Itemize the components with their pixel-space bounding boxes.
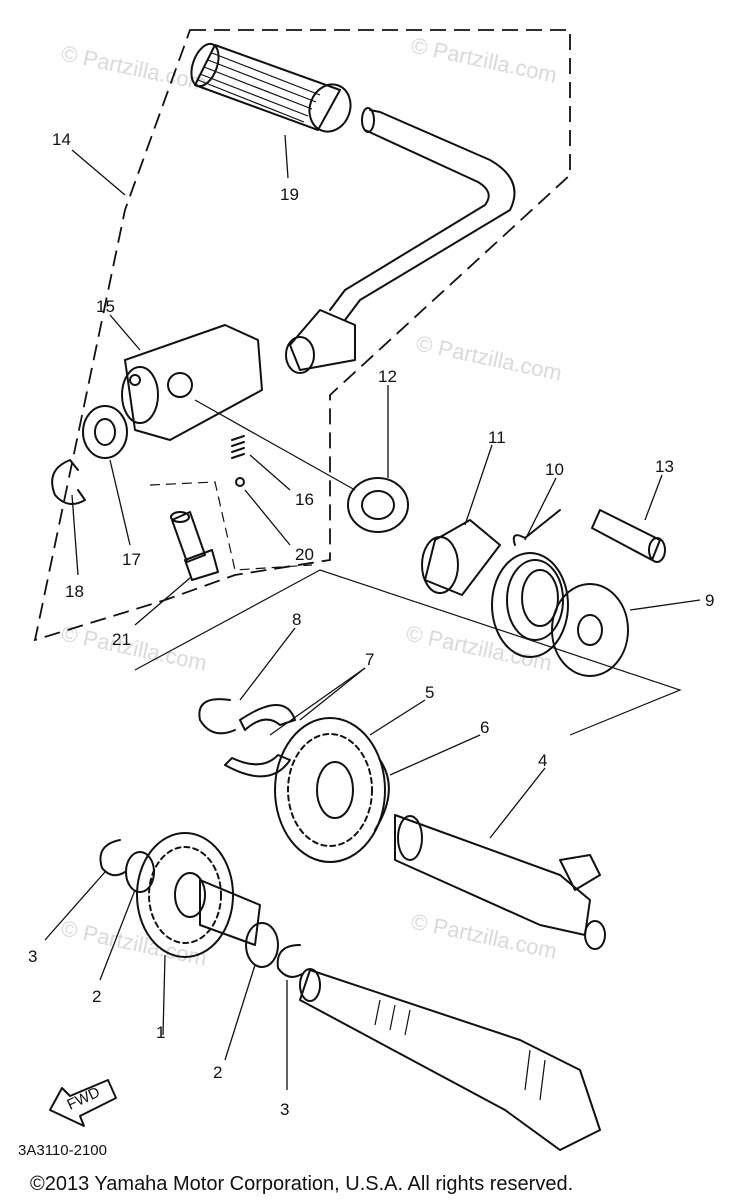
kick-lever-arm	[285, 107, 516, 374]
callout-16: 16	[295, 490, 314, 509]
callout-12: 12	[378, 367, 397, 386]
callout-4: 4	[538, 751, 547, 770]
watermark: © Partzilla.com	[59, 40, 209, 95]
torsion-spring-10	[491, 509, 569, 658]
watermark: © Partzilla.com	[414, 330, 564, 385]
washer-2-right	[245, 922, 279, 968]
callout-3-right: 3	[280, 1100, 289, 1119]
callout-17: 17	[122, 550, 141, 569]
bolt-21	[170, 511, 219, 581]
callout-3-left: 3	[28, 947, 37, 966]
kick-axle-4	[394, 814, 606, 950]
bolt-group-boundary	[149, 481, 313, 571]
washer-17	[82, 405, 128, 459]
callout-13: 13	[655, 457, 674, 476]
callout-18: 18	[65, 582, 84, 601]
circlip-8	[198, 698, 236, 735]
callout-5: 5	[425, 683, 434, 702]
callout-8: 8	[292, 610, 301, 629]
callout-15: 15	[96, 297, 115, 316]
callout-1: 1	[156, 1023, 165, 1042]
main-shaft	[299, 968, 601, 1151]
copyright-notice: ©2013 Yamaha Motor Corporation, U.S.A. A…	[30, 1173, 573, 1195]
circlip-3-right	[276, 944, 303, 978]
kick-gear-5	[274, 717, 386, 863]
washer-2-left	[125, 851, 155, 893]
circlip-3-left	[99, 839, 126, 877]
watermark: © Partzilla.com	[59, 620, 209, 675]
fwd-label: FWD	[65, 1084, 103, 1114]
fwd-arrow-icon: FWD	[49, 1079, 117, 1127]
circlip-18	[51, 459, 86, 505]
kick-crank-boss	[121, 324, 263, 441]
callout-labels: 1 2 2 3 3 4 5 6 7 8 9 10 11 12 13 14 15 …	[28, 130, 714, 1119]
callout-19: 19	[280, 185, 299, 204]
callout-9: 9	[705, 591, 714, 610]
ball-20	[235, 477, 245, 487]
callout-14: 14	[52, 130, 71, 149]
oil-seal-12	[347, 477, 409, 533]
diagram-code: 3A3110-2100	[18, 1142, 107, 1159]
callout-10: 10	[545, 460, 564, 479]
washer-9	[551, 583, 629, 677]
kick-crank-assembly-boundary	[33, 29, 571, 642]
spring-16	[231, 435, 245, 459]
spring-clip-6	[374, 759, 390, 831]
callout-20: 20	[295, 545, 314, 564]
watermark: © Partzilla.com	[409, 908, 559, 963]
leader-lines	[44, 134, 701, 1090]
alignment-line	[194, 399, 356, 491]
watermark: © Partzilla.com	[404, 620, 554, 675]
watermark: © Partzilla.com	[409, 32, 559, 87]
callout-11: 11	[488, 428, 506, 447]
spring-guide-11	[421, 519, 501, 596]
callout-6: 6	[480, 718, 489, 737]
callout-2-left: 2	[92, 987, 101, 1006]
kick-grip	[190, 42, 352, 133]
callout-7: 7	[365, 650, 374, 669]
callout-21: 21	[112, 630, 131, 649]
idler-gear-1	[136, 832, 261, 958]
callout-2-right: 2	[213, 1063, 222, 1082]
clip-halves-7	[224, 704, 296, 778]
kick-gear-group-boundary	[134, 569, 682, 736]
pin-13	[591, 509, 666, 563]
